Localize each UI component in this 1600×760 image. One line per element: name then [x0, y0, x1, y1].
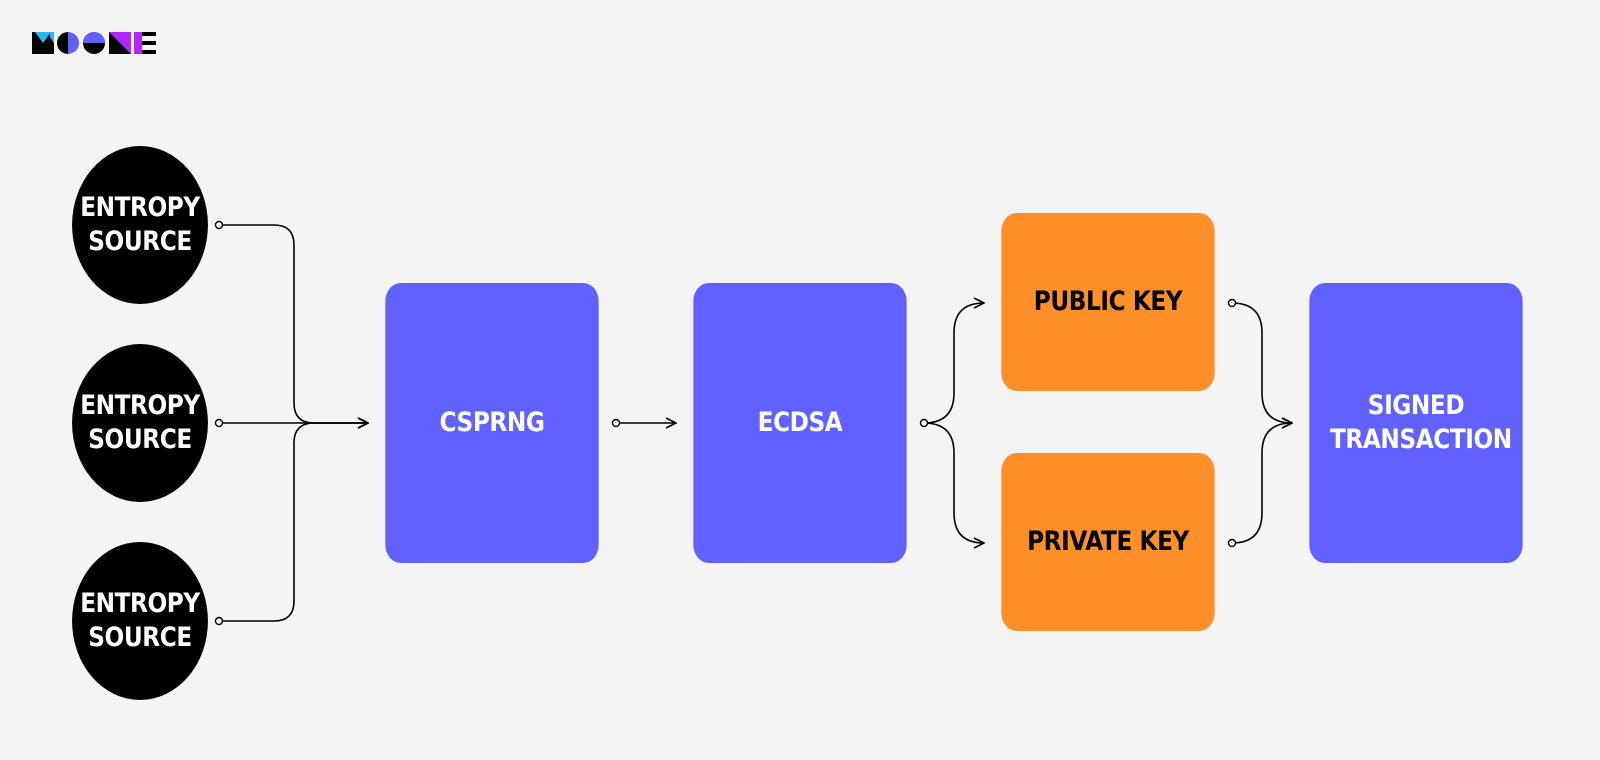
private-key-label: PRIVATE KEY [1027, 526, 1189, 557]
private-key-node: PRIVATE KEY [1001, 453, 1215, 631]
port-ecdsa [919, 418, 929, 428]
entropy-source-label: ENTROPY SOURCE [80, 390, 200, 455]
signed-transaction-node: SIGNED TRANSACTION [1309, 283, 1523, 563]
brand-logo-icon [32, 32, 156, 54]
ecdsa-label: ECDSA [757, 407, 843, 438]
edge-entropy-3-csprng [219, 423, 368, 622]
edge-ecdsa-public-key [923, 303, 984, 424]
entropy-source-label: ENTROPY SOURCE [80, 588, 200, 653]
entropy-source-node: ENTROPY SOURCE [72, 344, 208, 502]
port-entropy-1 [214, 220, 224, 230]
port-csprng [611, 418, 621, 428]
port-entropy-3 [214, 616, 224, 626]
edge-entropy-1-csprng [219, 224, 368, 423]
csprng-label: CSPRNG [439, 407, 545, 438]
ecdsa-node: ECDSA [693, 283, 907, 563]
entropy-source-node: ENTROPY SOURCE [72, 146, 208, 304]
edge-private-key-signed [1231, 423, 1292, 544]
signed-transaction-label: SIGNED TRANSACTION [1330, 390, 1512, 455]
entropy-source-node: ENTROPY SOURCE [72, 542, 208, 700]
edge-public-key-signed [1231, 302, 1292, 423]
port-entropy-2 [214, 418, 224, 428]
edge-ecdsa-private-key [923, 422, 984, 543]
public-key-node: PUBLIC KEY [1001, 213, 1215, 391]
port-public-key [1227, 298, 1237, 308]
csprng-node: CSPRNG [385, 283, 599, 563]
public-key-label: PUBLIC KEY [1033, 286, 1183, 317]
entropy-source-label: ENTROPY SOURCE [80, 192, 200, 257]
port-private-key [1227, 538, 1237, 548]
